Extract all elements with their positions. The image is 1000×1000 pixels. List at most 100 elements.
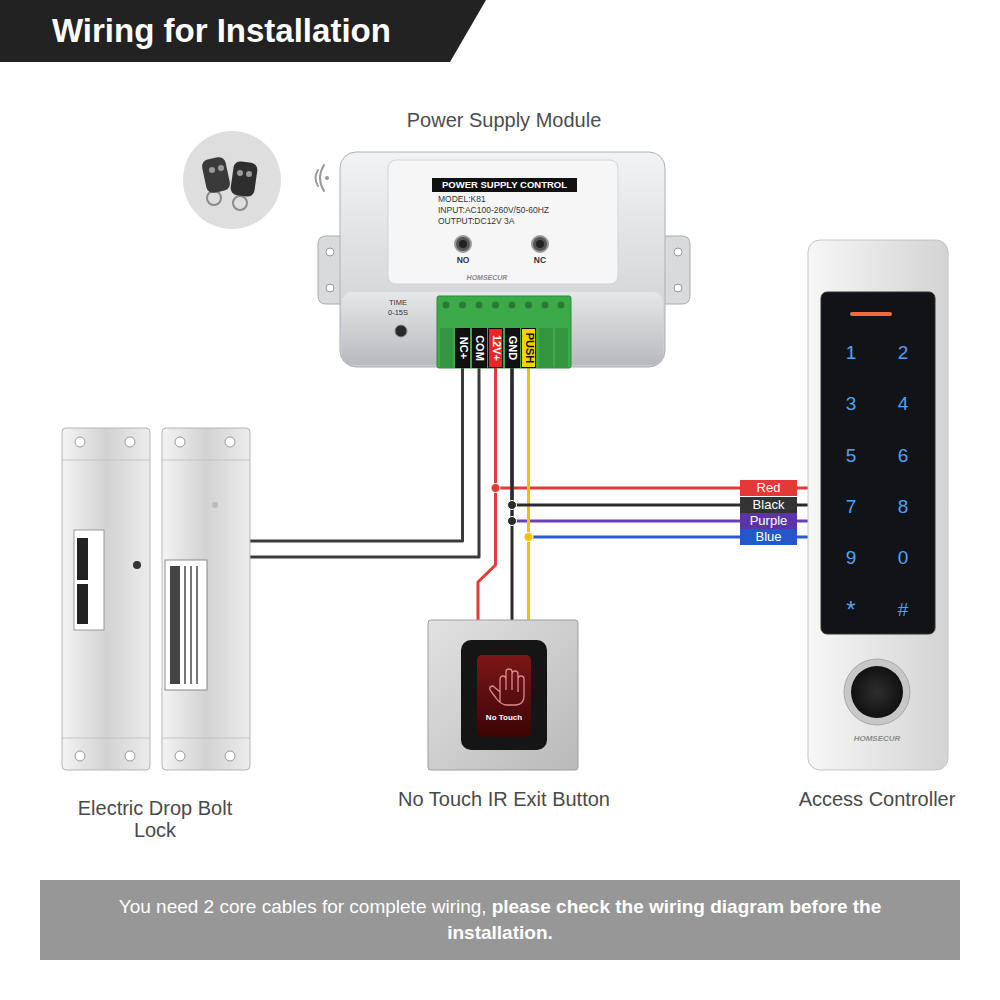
circle-part	[246, 171, 252, 177]
wireless-signal	[316, 165, 330, 191]
rect-part	[850, 312, 892, 316]
wire-color-tag: Red	[740, 480, 797, 496]
rect-part	[437, 296, 571, 368]
terminal-label: NC+	[455, 328, 470, 368]
terminal-label: 12V+	[488, 328, 503, 368]
circle-part	[237, 170, 243, 176]
knob-label: TIME	[389, 298, 407, 307]
keypad-key: #	[898, 599, 909, 621]
circle-part	[532, 236, 548, 252]
rect-part	[165, 560, 207, 690]
circle-part	[125, 751, 135, 761]
circle-part	[492, 302, 499, 309]
caption-paragraph: You need 2 core cables for complete wiri…	[75, 894, 925, 946]
circle-part	[325, 176, 329, 180]
path-part	[490, 669, 524, 705]
keypad-key: 8	[898, 496, 909, 518]
keypad-key: 5	[846, 445, 857, 467]
wire-color-tag: Black	[740, 497, 797, 513]
wire-group	[250, 368, 788, 620]
device-caption: No Touch IR Exit Button	[379, 788, 629, 810]
button-label: NO	[457, 255, 470, 265]
g-part	[428, 620, 578, 770]
wire-connector	[478, 368, 496, 620]
circle-part	[851, 666, 903, 718]
rect-part	[77, 584, 88, 624]
rect-part	[428, 620, 578, 770]
rect-part	[190, 566, 192, 684]
rect-part	[62, 428, 150, 770]
rect-part	[539, 328, 553, 368]
circle-part	[525, 302, 532, 309]
caption-bar: You need 2 core cables for complete wiri…	[40, 880, 960, 960]
circle-part	[459, 302, 466, 309]
panel-band: POWER SUPPLY CONTROL	[432, 178, 577, 192]
keypad-key: 7	[846, 496, 857, 518]
rect-part	[340, 152, 665, 367]
wire-junction	[508, 517, 517, 526]
circle-part	[443, 302, 450, 309]
junction-group	[491, 484, 533, 542]
keypad-key: *	[846, 599, 855, 621]
circle-part	[455, 236, 471, 252]
circle-part	[75, 437, 85, 447]
title-bar	[0, 0, 486, 62]
remote-badge	[183, 131, 281, 229]
terminal-label: GND	[505, 328, 520, 368]
terminal-name: NC+	[456, 337, 469, 359]
circle-part	[175, 437, 185, 447]
keypad-key: 9	[846, 547, 857, 569]
rect-part	[821, 292, 935, 634]
circle-part	[395, 325, 407, 337]
wire-connector	[527, 368, 530, 620]
exit-button: No Touch No Touch IR Exit Button	[379, 620, 629, 820]
knob-label: 0-15S	[388, 308, 408, 317]
line-part	[162, 460, 250, 461]
rect-part	[477, 655, 531, 737]
wire-junction	[508, 501, 517, 510]
wire-junction	[491, 484, 500, 493]
keypad-key: 0	[898, 547, 909, 569]
circle-part	[674, 284, 682, 292]
g-part	[788, 240, 948, 770]
terminal-name: 12V+	[489, 335, 502, 361]
circle-part	[225, 437, 235, 447]
sensor-text: No Touch	[486, 713, 522, 722]
circle-part	[175, 751, 185, 761]
line-part	[162, 738, 250, 739]
access-controller-drawing	[788, 238, 966, 820]
circle-part	[844, 659, 910, 725]
button-label: NC	[534, 255, 546, 265]
spec-text: MODEL:K81	[438, 194, 486, 204]
wire-connector	[250, 368, 463, 541]
rect-part	[201, 156, 232, 194]
circle-part	[536, 240, 544, 248]
circle-part	[75, 751, 85, 761]
device-caption: Access Controller	[788, 788, 966, 810]
circle-part	[509, 302, 516, 309]
keypad-key: 1	[846, 342, 857, 364]
circle-part	[542, 302, 549, 309]
circle-part	[326, 284, 334, 292]
brand-mark: HOMSECUR	[854, 734, 901, 743]
circle-part	[209, 167, 215, 173]
device-caption: Electric Drop Bolt Lock	[60, 797, 250, 841]
wire-connector	[496, 368, 789, 488]
rect-part	[162, 428, 250, 770]
rect-part	[461, 640, 547, 750]
wire-junction	[524, 533, 533, 542]
caption-text: You need 2 core cables for complete wiri…	[119, 896, 487, 917]
line-part	[62, 460, 150, 461]
rect-part	[77, 538, 88, 580]
drop-bolt-lock: Electric Drop Bolt Lock	[60, 425, 250, 845]
terminal-label: PUSH	[521, 328, 536, 368]
keypad-key: 4	[898, 393, 909, 415]
rect-part	[74, 530, 104, 630]
path-part	[320, 165, 324, 191]
circle-part	[326, 248, 334, 256]
keypad-key: 6	[898, 445, 909, 467]
rect-part	[230, 160, 258, 197]
